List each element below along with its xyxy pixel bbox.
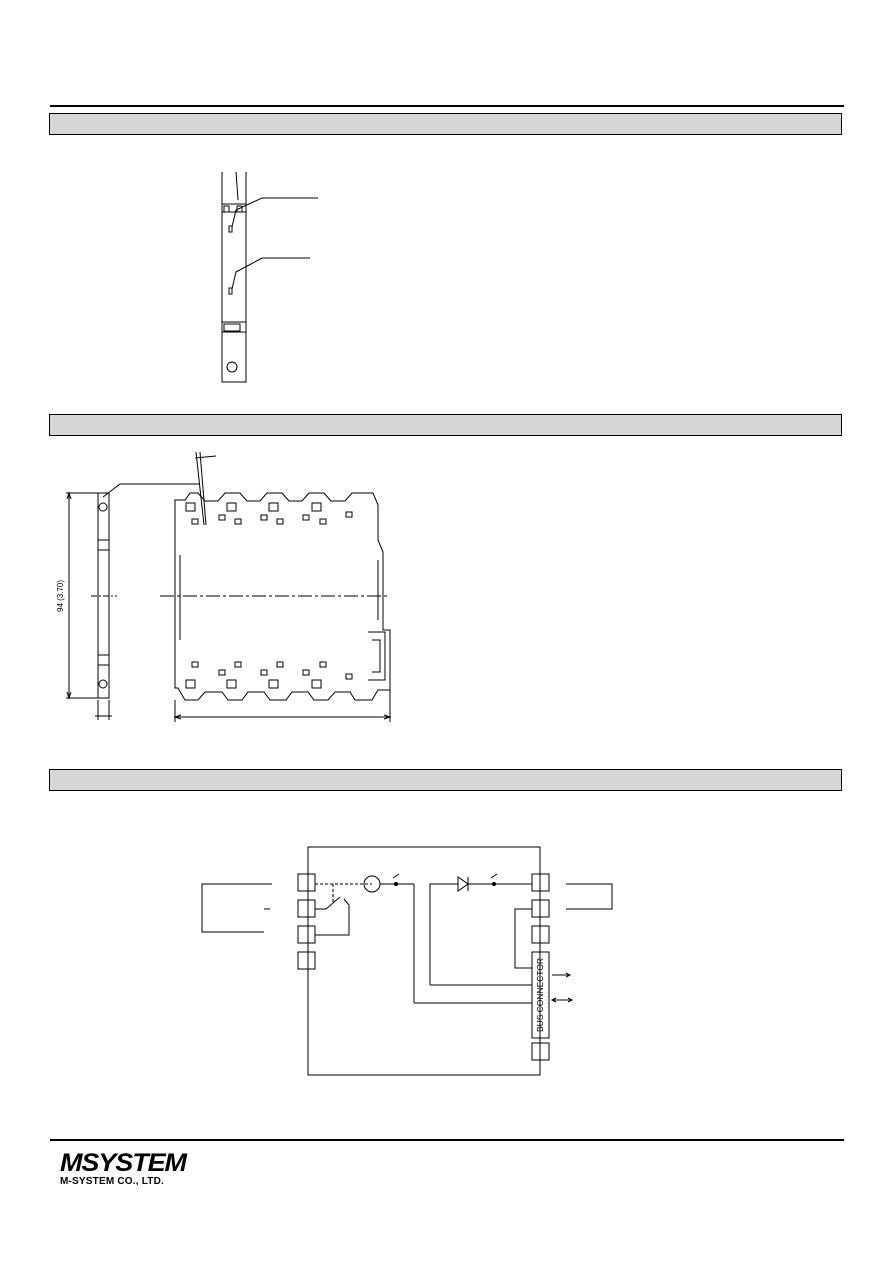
footer-rule [50, 1139, 844, 1141]
company-logo: MSYSTEM M-SYSTEM CO., LTD. [60, 1150, 187, 1188]
header-rule [50, 105, 844, 107]
section-band-dimensions [49, 414, 842, 436]
section-band-front-view [49, 113, 842, 135]
company-name: M-SYSTEM CO., LTD. [60, 1176, 164, 1187]
dimensions-drawing [66, 451, 392, 722]
logo-wordmark: MSYSTEM [60, 1149, 187, 1177]
front-view-drawing [221, 171, 318, 383]
section-band-connection-diagram [49, 769, 842, 791]
led-indicator-2 [228, 287, 233, 295]
mounting-hole [226, 361, 238, 373]
bus-connector-label: BUS CONNECTOR [536, 958, 545, 1032]
led-indicator-1 [228, 225, 233, 233]
connection-diagram-drawing [201, 846, 613, 1076]
leader-line-1 [231, 197, 318, 228]
height-dimension-label: 94 (3.70) [56, 580, 65, 612]
leader-line-2 [231, 257, 310, 290]
